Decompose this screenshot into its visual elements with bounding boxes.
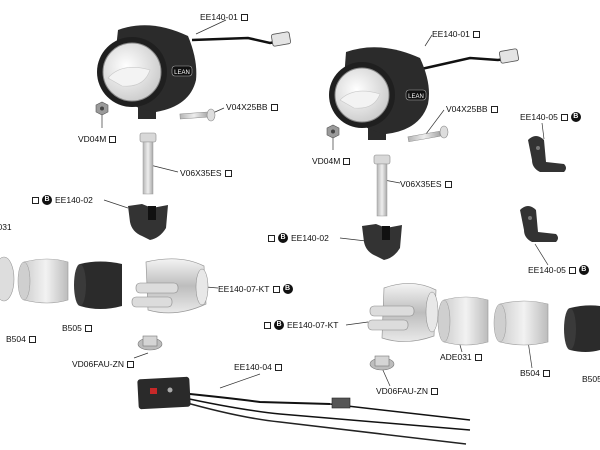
part-code: VD06FAU-ZN [72,359,124,369]
label-side-bracket-bottom: EE140-05 B [528,265,589,275]
part-code: EE140-07-KT [218,284,270,294]
screw-left [179,108,216,122]
label-nut-right: VD04M [312,156,351,166]
label-bolt-right: V06X35ES [400,179,452,189]
label-clamp-right: B EE140-07-KT [264,320,339,330]
label-ring-505-right: B505 [582,374,600,384]
side-bracket-top [528,136,566,172]
part-code: B504 [520,368,540,378]
bolt-left [139,132,157,195]
part-code: EE140-02 [291,233,329,243]
b-badge-icon: B [570,112,581,122]
checkbox[interactable] [343,157,351,165]
label-bolt-left: V06X35ES [180,168,232,178]
checkbox[interactable] [240,13,248,21]
checkbox[interactable] [274,363,282,371]
bracket-left [128,204,168,240]
checkbox[interactable] [542,369,550,377]
label-lamp-left: EE140-01 [200,12,248,22]
logo-text-right: LEAN [408,94,424,100]
checkbox[interactable] [568,266,576,274]
part-code: EE140-02 [55,195,93,205]
lamp-left: LEAN [97,25,291,119]
part-code: VD04M [78,134,107,144]
part-code: EE140-07-KT [287,320,339,330]
part-code: V04X25BB [226,102,268,112]
checkbox[interactable] [268,234,275,242]
checkbox[interactable] [224,169,232,177]
part-code: EE140-01 [200,12,238,22]
b-badge-icon: B [282,284,293,294]
lamp-right: LEAN [329,47,519,140]
flange-nut-left [137,335,163,351]
checkbox[interactable] [84,324,92,332]
checkbox[interactable] [444,180,452,188]
checkbox[interactable] [430,387,438,395]
checkbox[interactable] [28,335,36,343]
side-bracket-bottom [520,206,558,242]
label-flange-nut-right: VD06FAU-ZN [376,386,438,396]
label-side-bracket-top: EE140-05 B [520,112,581,122]
checkbox[interactable] [560,113,568,121]
harness [137,376,471,445]
checkbox[interactable] [270,103,278,111]
part-code: V06X35ES [180,168,222,178]
checkbox[interactable] [474,353,482,361]
b-badge-icon: B [42,195,52,205]
sleeves-left [0,256,122,309]
bracket-right [362,224,402,260]
label-screw-right: V04X25BB [446,104,498,114]
part-code: B505 [582,374,600,384]
label-bracket-right: B EE140-02 [268,233,329,243]
checkbox[interactable] [272,285,280,293]
nut-left [95,101,109,116]
part-code: ADE031 [440,352,472,362]
part-code: V04X25BB [446,104,488,114]
label-bracket-left: B EE140-02 [32,195,93,205]
label-ring-031-left: ADE031 [0,222,12,232]
part-code: EE140-05 [528,265,566,275]
checkbox[interactable] [490,105,498,113]
part-code: B505 [62,323,82,333]
part-code: EE140-05 [520,112,558,122]
part-code: EE140-01 [432,29,470,39]
screw-right [407,125,449,143]
flange-nut-right [369,355,395,371]
checkbox[interactable] [126,360,134,368]
label-lamp-right: EE140-01 [432,29,480,39]
part-code: VD06FAU-ZN [376,386,428,396]
label-flange-nut-left: VD06FAU-ZN [72,359,134,369]
clamp-right [367,283,439,342]
part-code: ADE031 [0,222,12,232]
label-harness: EE140-04 [234,362,282,372]
b-badge-icon: B [274,320,284,330]
checkbox[interactable] [472,30,480,38]
part-code: VD04M [312,156,341,166]
logo-text-left: LEAN [174,70,190,76]
label-ring-504-left: B504 [6,334,36,344]
part-code: V06X35ES [400,179,442,189]
label-nut-left: VD04M [78,134,117,144]
part-code: EE140-04 [234,362,272,372]
label-clamp-left: EE140-07-KT B [218,284,293,294]
checkbox[interactable] [32,196,39,204]
part-code: B504 [6,334,26,344]
b-badge-icon: B [278,233,288,243]
checkbox[interactable] [264,321,271,329]
label-ring-031-right: ADE031 [440,352,482,362]
label-screw-left: V04X25BB [226,102,278,112]
b-badge-icon: B [578,265,589,275]
nut-right [326,124,340,139]
bolt-right [373,154,391,217]
sleeves-right [437,296,600,352]
checkbox[interactable] [109,135,117,143]
clamp-left [131,258,209,314]
label-ring-505-left: B505 [62,323,92,333]
label-ring-504-right: B504 [520,368,550,378]
